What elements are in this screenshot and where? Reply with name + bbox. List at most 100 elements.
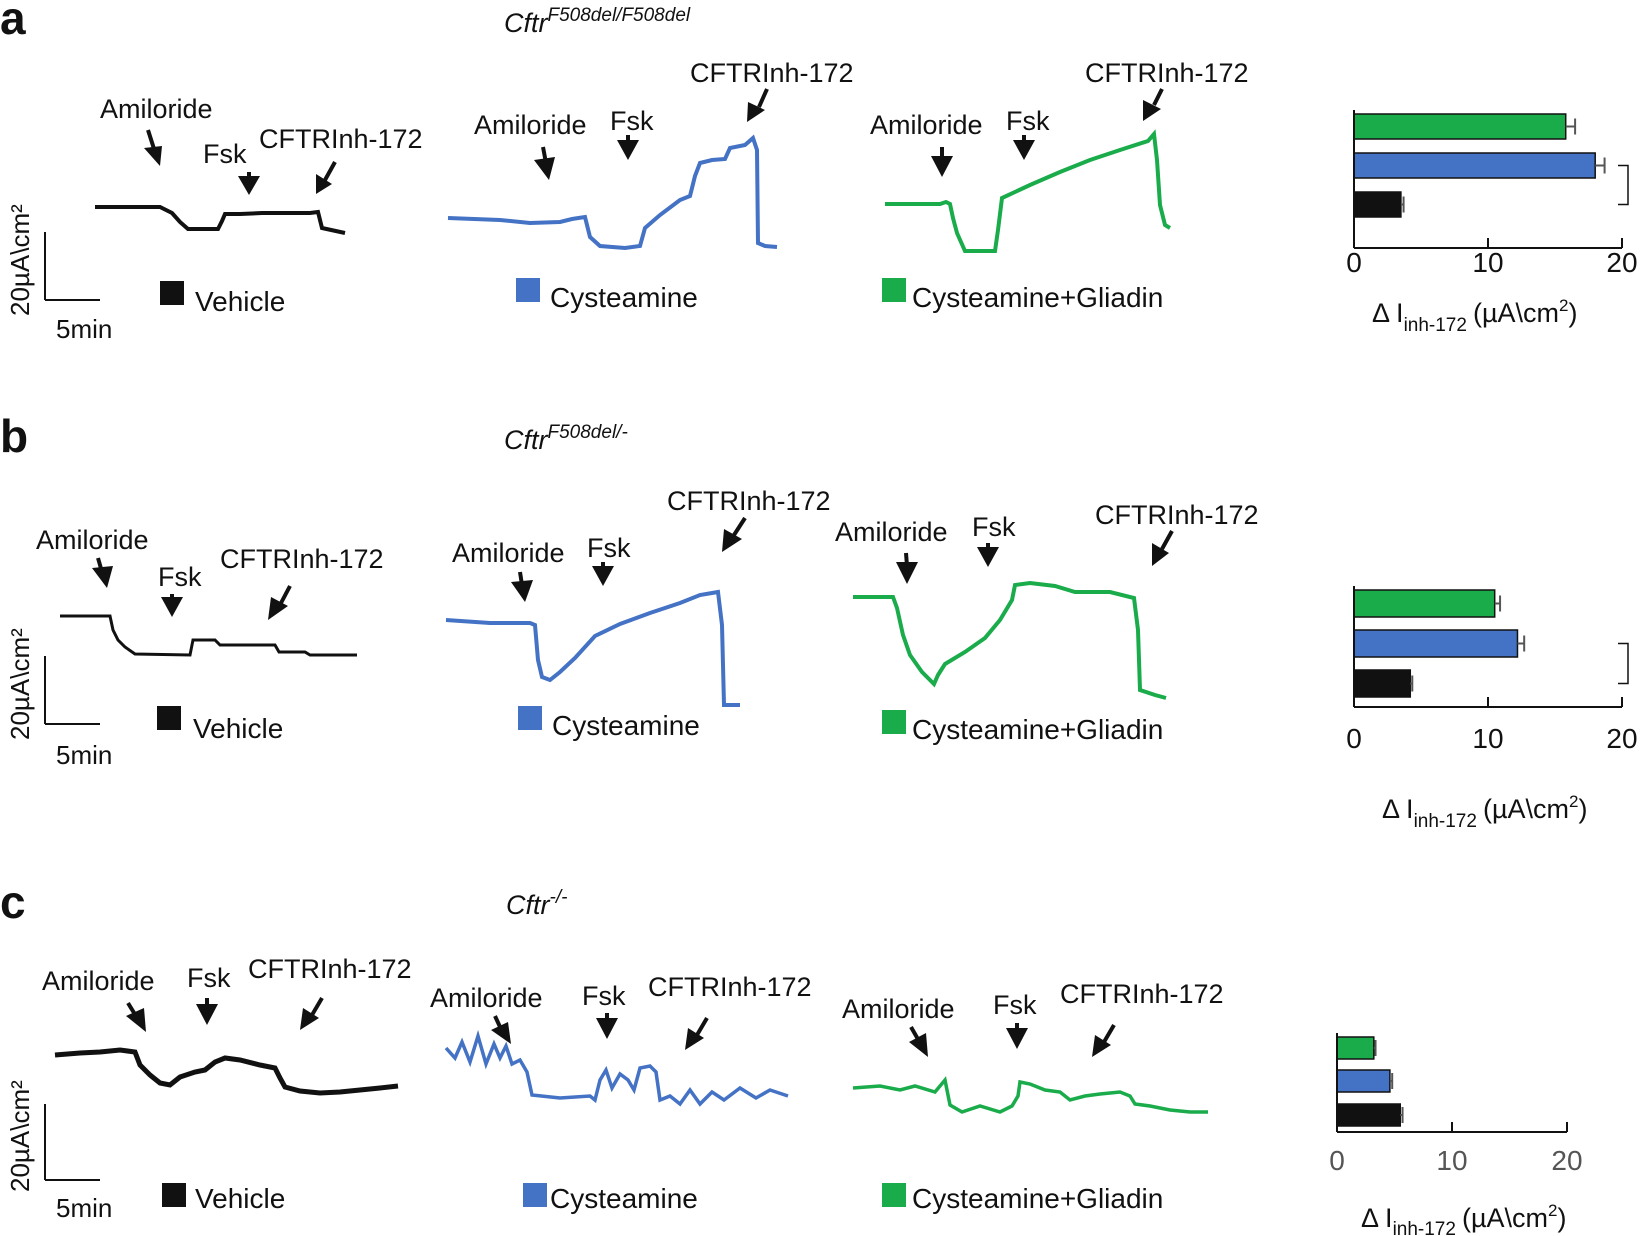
trace-c-cysgli	[852, 1076, 1208, 1114]
arrow-fsk-c-cysteamine	[596, 1013, 618, 1039]
label-amiloride-b-cysteamine: Amiloride	[452, 538, 565, 568]
label-amiloride-c-cysteamine: Amiloride	[430, 983, 543, 1013]
trace-a-cysteamine	[447, 134, 778, 251]
error-bar-c-cysteamine	[1389, 1073, 1394, 1089]
arrow-amiloride-b-cysgli	[896, 552, 918, 584]
arrow-inh-a-cysgli	[1143, 88, 1164, 121]
arrow-fsk-a-vehicle	[238, 172, 260, 195]
bar-b-cysgli	[1353, 589, 1496, 618]
legend-label-vehicle-a: Vehicle	[195, 286, 285, 317]
label-inh-b-cysgli: CFTRInh-172	[1095, 500, 1259, 530]
label-amiloride-c-vehicle: Amiloride	[42, 966, 155, 996]
legend-label-cysteamine-c: Cysteamine	[550, 1183, 698, 1214]
bar-b-cysteamine	[1353, 629, 1519, 658]
panel-b: b CftrF508del/- Amiloride Fsk CFTRInh-17…	[0, 410, 1645, 832]
error-bar-c-vehicle	[1400, 1107, 1404, 1123]
arrow-fsk-b-cysgli	[977, 543, 999, 567]
label-inh-b-vehicle: CFTRInh-172	[220, 544, 384, 574]
xlabel-a-post: )	[1568, 298, 1577, 328]
arrow-fsk-b-vehicle	[161, 594, 183, 617]
label-inh-b-cysteamine: CFTRInh-172	[667, 486, 831, 516]
trace-group-a-vehicle: Amiloride Fsk CFTRInh-172	[95, 94, 423, 235]
arrow-inh-c-cysteamine	[685, 1016, 709, 1050]
x-tick-label-c-20: 20	[1551, 1145, 1582, 1176]
error-bar-a-vehicle	[1400, 196, 1405, 213]
label-amiloride-a-cysgli: Amiloride	[870, 110, 983, 140]
trace-group-a-cysteamine: Amiloride Fsk CFTRInh-172	[447, 58, 854, 251]
label-inh-a-cysteamine: CFTRInh-172	[690, 58, 854, 88]
legend-swatch-vehicle-a	[160, 281, 184, 305]
arrow-inh-b-vehicle	[268, 585, 292, 620]
x-tick-label-a-10: 10	[1472, 247, 1503, 278]
x-tick-label-c-10: 10	[1436, 1145, 1467, 1176]
significance-bracket-a: ***	[1618, 164, 1645, 206]
trace-c-vehicle	[54, 1047, 399, 1096]
arrow-amiloride-c-cysgli	[909, 1026, 928, 1057]
arrow-inh-b-cysgli	[1152, 530, 1174, 566]
error-bar-b-cysteamine	[1517, 635, 1526, 652]
bar-a-vehicle	[1353, 191, 1402, 218]
xlabel-b-unit: (µA\cm	[1483, 794, 1569, 824]
genotype-b: CftrF508del/-	[504, 422, 628, 455]
error-bar-a-cysteamine	[1595, 157, 1606, 174]
label-fsk-a-vehicle: Fsk	[203, 139, 247, 169]
scale-time-c: 5min	[56, 1193, 112, 1223]
error-bar-a-cysgli	[1565, 118, 1577, 135]
arrow-amiloride-c-cysteamine	[491, 1015, 511, 1044]
legend-label-cysgli-a: Cysteamine+Gliadin	[912, 282, 1163, 313]
label-fsk-b-cysgli: Fsk	[972, 512, 1016, 542]
x-tick-label-b-0: 0	[1346, 723, 1362, 754]
bar-b-vehicle	[1353, 669, 1412, 698]
legend-swatch-cysgli-a	[882, 278, 906, 302]
scale-time-b: 5min	[56, 740, 112, 770]
genotype-c-sup: -/-	[550, 887, 568, 908]
legend-swatch-vehicle-c	[162, 1183, 186, 1207]
label-inh-a-cysgli: CFTRInh-172	[1085, 58, 1249, 88]
legend-label-cysgli-c: Cysteamine+Gliadin	[912, 1183, 1163, 1214]
trace-group-b-vehicle: Amiloride Fsk CFTRInh-172	[36, 525, 384, 657]
scale-bar-b: 20µA\cm² 5min	[5, 628, 112, 770]
xlabel-b: Δ Iinh-172(µA\cm2)	[1382, 792, 1587, 832]
trace-group-c-vehicle: Amiloride Fsk CFTRInh-172	[42, 954, 412, 1096]
error-bar-b-cysgli	[1494, 595, 1502, 612]
xlabel-b-sub: inh-172	[1414, 811, 1477, 832]
arrow-inh-a-cysteamine	[747, 88, 769, 122]
label-inh-c-cysteamine: CFTRInh-172	[648, 972, 812, 1002]
trace-c-cysteamine	[444, 1029, 789, 1107]
xlabel-b-delta: Δ I	[1382, 794, 1414, 824]
label-inh-c-vehicle: CFTRInh-172	[248, 954, 412, 984]
genotype-b-sup: F508del/-	[548, 422, 628, 443]
arrow-inh-b-cysteamine	[722, 516, 747, 552]
trace-group-a-cysgli: Amiloride Fsk CFTRInh-172	[870, 58, 1249, 253]
xlabel-c-sup: 2	[1548, 1201, 1557, 1220]
legend-a: Vehicle Cysteamine Cysteamine+Gliadin	[160, 278, 1163, 317]
bar-a-cysteamine	[1353, 152, 1596, 179]
bar-c-cysteamine	[1336, 1069, 1391, 1093]
arrow-fsk-c-vehicle	[196, 998, 218, 1025]
label-fsk-c-cysteamine: Fsk	[582, 981, 626, 1011]
x-tick-label-a-20: 20	[1606, 247, 1637, 278]
scale-current-b: 20µA\cm²	[5, 628, 35, 740]
scale-current-a: 20µA\cm²	[5, 204, 35, 316]
trace-group-c-cysteamine: Amiloride Fsk CFTRInh-172	[430, 972, 812, 1107]
arrow-amiloride-a-cysgli	[931, 147, 953, 177]
arrow-amiloride-b-cysteamine	[511, 571, 533, 602]
genotype-c: Cftr-/-	[506, 887, 567, 920]
xlabel-a-unit: (µA\cm	[1473, 298, 1559, 328]
xlabel-c: Δ Iinh-172(µA\cm2)	[1361, 1201, 1566, 1236]
legend-label-cysgli-b: Cysteamine+Gliadin	[912, 714, 1163, 745]
xlabel-c-unit: (µA\cm	[1462, 1203, 1548, 1233]
label-fsk-b-vehicle: Fsk	[158, 562, 202, 592]
arrow-inh-c-vehicle	[300, 996, 324, 1030]
label-fsk-c-cysgli: Fsk	[993, 990, 1037, 1020]
legend-label-vehicle-c: Vehicle	[195, 1183, 285, 1214]
legend-label-vehicle-b: Vehicle	[193, 713, 283, 744]
scale-bar-c: 20µA\cm² 5min	[5, 1080, 112, 1223]
legend-swatch-cysgli-b	[882, 710, 906, 734]
panel-letter-b: b	[0, 410, 28, 462]
bar-c-cysgli	[1336, 1036, 1375, 1060]
legend-b: Vehicle Cysteamine Cysteamine+Gliadin	[157, 706, 1163, 745]
